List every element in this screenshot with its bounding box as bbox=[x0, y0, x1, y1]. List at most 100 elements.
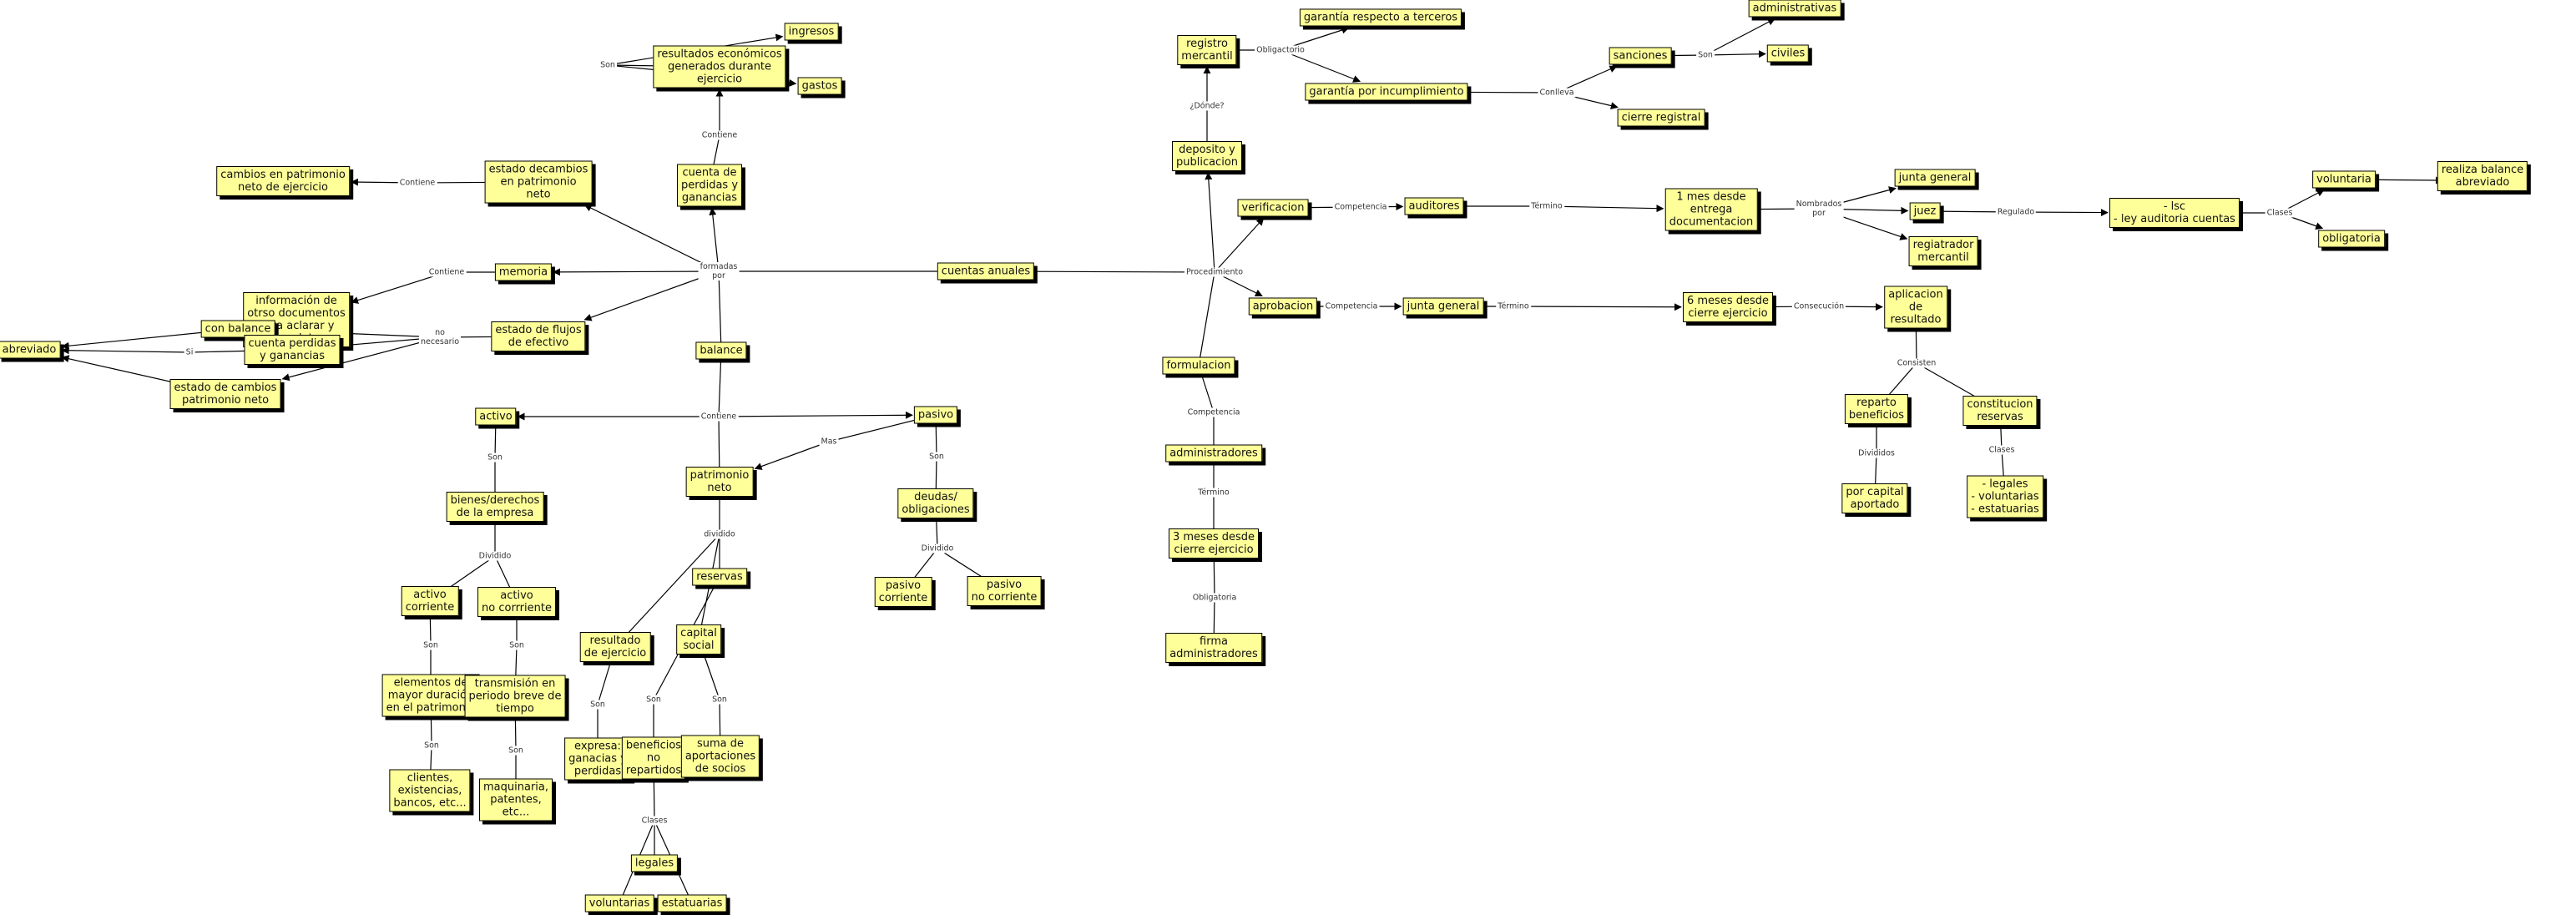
concept-node-maquinaria[interactable]: maquinaria, patentes, etc... bbox=[479, 778, 553, 821]
concept-node-cuenta-pyg[interactable]: cuenta de perdidas y ganancias bbox=[676, 164, 743, 207]
concept-node-abreviado[interactable]: abreviado bbox=[0, 341, 61, 359]
link-line bbox=[1214, 217, 1265, 273]
concept-node-tres-meses[interactable]: 3 meses desde cierre ejercicio bbox=[1168, 528, 1260, 559]
concept-node-estado-flujos[interactable]: estado de flujos de efectivo bbox=[491, 321, 586, 351]
concept-node-pasivo[interactable]: pasivo bbox=[913, 406, 958, 424]
concept-node-suma-aport[interactable]: suma de aportaciones de socios bbox=[680, 735, 760, 778]
link-label-consecucion: Consecución bbox=[1791, 301, 1846, 311]
link-line bbox=[1280, 49, 1361, 83]
link-label-dividido-pn: dividido bbox=[702, 529, 737, 539]
link-label-contiene-cpn: Contiene bbox=[397, 178, 437, 188]
link-label-son-el: Son bbox=[422, 741, 441, 751]
concept-node-estatuarias[interactable]: estatuarias bbox=[657, 894, 727, 912]
link-label-procedimiento: Procedimiento bbox=[1184, 267, 1245, 277]
concept-node-reservas[interactable]: reservas bbox=[692, 568, 747, 586]
concept-node-garantia-incumpl[interactable]: garantía por incumplimiento bbox=[1305, 83, 1468, 101]
concept-node-por-capital[interactable]: por capital aportado bbox=[1841, 483, 1908, 513]
link-label-obligactorio: Obligactorio bbox=[1255, 45, 1306, 55]
concept-node-cuentas-anuales[interactable]: cuentas anuales bbox=[937, 262, 1035, 281]
concept-node-registrador[interactable]: regiatrador mercantil bbox=[1908, 236, 1978, 266]
concept-node-junta-general-b[interactable]: junta general bbox=[1402, 297, 1484, 316]
link-label-son-sanc: Son bbox=[1696, 50, 1715, 60]
link-label-termino-adm: Término bbox=[1196, 488, 1231, 498]
concept-node-beneficios-nr[interactable]: beneficios no repartidos bbox=[621, 736, 686, 780]
concept-node-aplicacion[interactable]: aplicacion de resultado bbox=[1884, 286, 1947, 329]
link-label-son-res: Son bbox=[644, 695, 663, 705]
concept-node-constitucion[interactable]: constitucion reservas bbox=[1962, 396, 2038, 426]
concept-node-juez[interactable]: juez bbox=[1909, 202, 1941, 220]
concept-node-elementos[interactable]: elementos de mayor duración en el patrim… bbox=[381, 674, 480, 717]
concept-node-administrativas[interactable]: administrativas bbox=[1748, 0, 1841, 18]
concept-node-seis-meses[interactable]: 6 meses desde cierre ejercicio bbox=[1682, 292, 1774, 322]
concept-node-pasivo-corriente[interactable]: pasivo corriente bbox=[874, 577, 932, 607]
concept-node-clientes[interactable]: clientes, existencias, bancos, etc... bbox=[389, 769, 471, 812]
concept-node-realiza-balance[interactable]: realiza balance abreviado bbox=[2437, 161, 2528, 191]
link-line bbox=[61, 346, 190, 355]
link-label-divididos: Divididos bbox=[1856, 448, 1897, 458]
link-label-son-anc: Son bbox=[508, 640, 526, 650]
concept-node-un-mes[interactable]: 1 mes desde entrega documentacion bbox=[1664, 188, 1758, 231]
concept-node-estado-cambios-pn[interactable]: estado decambios en patrimonio neto bbox=[484, 160, 593, 204]
concept-node-clases-reservas[interactable]: - legales - voluntarias - estatuarias bbox=[1967, 475, 2043, 518]
concept-node-formulacion[interactable]: formulacion bbox=[1162, 356, 1235, 375]
link-line bbox=[351, 271, 447, 304]
link-line bbox=[1705, 18, 1775, 56]
link-label-contiene-mem: Contiene bbox=[427, 267, 467, 277]
concept-node-legales[interactable]: legales bbox=[630, 854, 679, 872]
concept-node-garantia-terceros[interactable]: garantía respecto a terceros bbox=[1299, 8, 1462, 27]
concept-node-cierre-registral[interactable]: cierre registral bbox=[1617, 109, 1705, 127]
link-line bbox=[583, 204, 720, 272]
concept-node-lsc[interactable]: - lsc - ley auditoria cuentas bbox=[2109, 198, 2240, 228]
concept-node-ingresos[interactable]: ingresos bbox=[784, 23, 839, 41]
concept-node-junta-general-a[interactable]: junta general bbox=[1894, 169, 1976, 187]
concept-node-reparto[interactable]: reparto beneficios bbox=[1844, 394, 1909, 424]
link-label-consisten: Consisten bbox=[1895, 358, 1938, 368]
link-label-competencia-f: Competencia bbox=[1185, 407, 1242, 417]
link-label-son-tr: Son bbox=[507, 746, 525, 756]
link-label-son-act: Son bbox=[486, 452, 504, 463]
link-line bbox=[614, 533, 720, 648]
concept-node-patrimonio-neto[interactable]: patrimonio neto bbox=[685, 467, 754, 497]
concept-node-firma[interactable]: firma administradores bbox=[1165, 633, 1262, 663]
concept-node-resultado-ej[interactable]: resultado de ejercicio bbox=[579, 632, 651, 662]
concept-node-cuenta-pyg2[interactable]: cuenta perdidas y ganancias bbox=[244, 335, 341, 365]
concept-node-voluntaria[interactable]: voluntaria bbox=[2312, 170, 2376, 189]
concept-node-activo-no-corriente[interactable]: activo no corrriente bbox=[477, 587, 556, 617]
link-label-formadas-por: formadas por bbox=[698, 262, 740, 281]
concept-node-bienes[interactable]: bienes/derechos de la empresa bbox=[446, 492, 544, 522]
link-label-si-abrev: Si bbox=[184, 347, 195, 357]
concept-node-balance[interactable]: balance bbox=[695, 341, 747, 360]
link-line bbox=[553, 268, 720, 276]
concept-node-activo[interactable]: activo bbox=[475, 407, 517, 426]
link-label-mas: Mas bbox=[819, 437, 839, 447]
concept-node-civiles[interactable]: civiles bbox=[1766, 44, 1810, 63]
link-label-conlleva: Conlleva bbox=[1538, 88, 1576, 98]
concept-node-con-balance[interactable]: con balance bbox=[200, 320, 275, 338]
concept-node-gastos[interactable]: gastos bbox=[797, 77, 842, 95]
concept-node-estado-cambios2[interactable]: estado de cambios patrimonio neto bbox=[169, 379, 281, 409]
concept-node-voluntarias[interactable]: voluntarias bbox=[584, 894, 654, 912]
concept-node-cambios-pn-ej[interactable]: cambios en patrimonio neto de ejercicio bbox=[216, 166, 350, 196]
link-line bbox=[718, 411, 913, 419]
link-label-termino-aud: Término bbox=[1529, 201, 1564, 211]
concept-node-deposito[interactable]: deposito y publicacion bbox=[1171, 141, 1243, 171]
concept-node-pasivo-no-corriente[interactable]: pasivo no corriente bbox=[967, 576, 1042, 606]
concept-node-expresa[interactable]: expresa: ganacias y perdidas bbox=[564, 737, 631, 781]
concept-node-aprobacion[interactable]: aprobacion bbox=[1248, 297, 1318, 316]
concept-node-verificacion[interactable]: verificacion bbox=[1237, 199, 1309, 217]
concept-node-transmision[interactable]: transmisión en periodo breve de tiempo bbox=[464, 675, 566, 718]
link-label-regulado: Regulado bbox=[1995, 207, 2037, 217]
concept-node-resultados[interactable]: resultados económicos generados durante … bbox=[653, 45, 786, 88]
link-label-son-ing: Son bbox=[599, 60, 617, 70]
concept-node-obligatoria[interactable]: obligatoria bbox=[2318, 230, 2385, 248]
concept-node-capital-social[interactable]: capital social bbox=[676, 624, 721, 655]
concept-node-deudas[interactable]: deudas/ obligaciones bbox=[897, 488, 974, 518]
concept-node-activo-corriente[interactable]: activo corriente bbox=[401, 586, 459, 616]
link-line bbox=[709, 207, 720, 272]
concept-node-memoria[interactable]: memoria bbox=[494, 263, 553, 281]
concept-node-sanciones[interactable]: sanciones bbox=[1609, 47, 1672, 65]
link-line bbox=[1513, 303, 1682, 311]
concept-node-registro-mercantil[interactable]: registro mercantil bbox=[1177, 35, 1237, 65]
concept-node-auditores[interactable]: auditores bbox=[1404, 197, 1464, 215]
concept-node-administradores[interactable]: administradores bbox=[1165, 444, 1262, 463]
